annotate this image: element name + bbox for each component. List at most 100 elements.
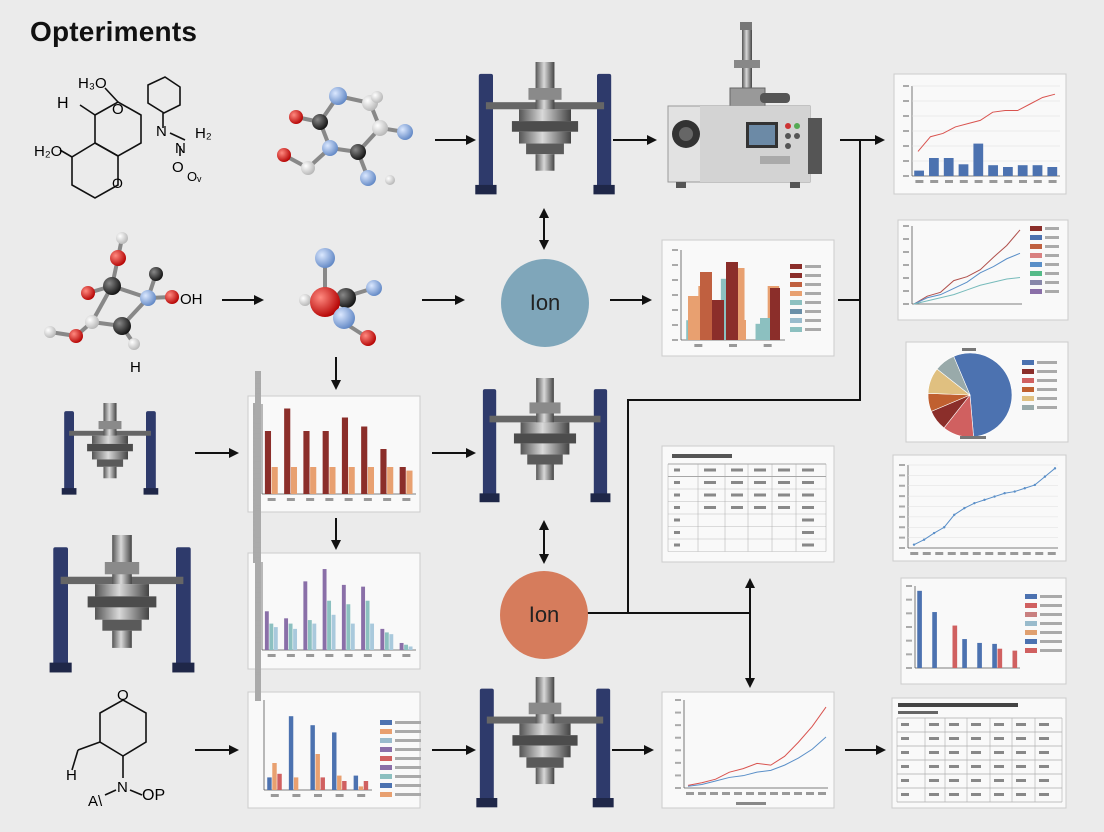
press-machine-icon	[479, 378, 611, 503]
table-cell	[949, 723, 959, 726]
tick-label	[1004, 180, 1013, 183]
tick-label	[1010, 552, 1019, 555]
bar-mark	[1003, 167, 1013, 176]
bar-mark	[404, 644, 409, 650]
legend-text	[1045, 236, 1059, 239]
bar-mark	[303, 431, 310, 494]
tick-label	[675, 774, 681, 777]
tick-label	[286, 654, 295, 657]
tick-label	[770, 792, 778, 795]
table-cell	[704, 506, 716, 509]
atom-label: H₃O	[78, 75, 107, 92]
ion-label: Ion	[529, 290, 561, 315]
table-cell	[674, 531, 680, 534]
tick-label	[899, 484, 905, 487]
legend-swatch	[790, 309, 802, 314]
table-cell	[949, 779, 959, 782]
tick-label	[899, 464, 905, 466]
tick-label	[325, 498, 334, 501]
tick-label	[899, 495, 905, 498]
legend-text	[1045, 227, 1059, 230]
tick-label	[1019, 180, 1027, 183]
legend-swatch	[1025, 639, 1037, 644]
tick-label	[903, 160, 909, 162]
tick-label	[314, 794, 322, 797]
tick-label	[675, 787, 681, 789]
legend-swatch	[790, 291, 802, 296]
data-point	[1003, 492, 1006, 495]
legend-text	[1045, 254, 1059, 257]
tick-label	[402, 498, 411, 501]
pie-slice	[936, 355, 971, 396]
bar-mark	[997, 648, 1003, 668]
bar-mark	[341, 417, 349, 494]
legend-swatch	[1030, 280, 1042, 285]
series-line	[913, 276, 1021, 305]
table-cell	[802, 531, 814, 534]
legend-swatch	[380, 765, 392, 770]
bar-mark	[303, 581, 308, 650]
legend-swatch	[380, 774, 392, 779]
tick-label	[915, 180, 924, 183]
legend-swatch	[1030, 253, 1042, 258]
bar-mark	[315, 754, 320, 790]
legend-swatch	[790, 318, 802, 323]
tick-label	[960, 552, 969, 555]
legend-swatch	[1030, 289, 1042, 294]
data-point	[1043, 475, 1047, 478]
table-cell	[901, 779, 909, 782]
legend-text	[805, 328, 821, 331]
legend-text	[805, 274, 821, 277]
legend-swatch	[1030, 226, 1042, 231]
table-cell	[949, 765, 959, 768]
bar-mark	[320, 777, 325, 790]
legend-text	[395, 784, 421, 787]
data-point	[983, 498, 986, 502]
table-subtitle	[898, 711, 938, 714]
table-cell	[802, 543, 814, 547]
bar-mark	[337, 775, 342, 790]
tick-label	[675, 724, 681, 727]
table-cell	[1016, 723, 1026, 726]
tick-label	[710, 792, 718, 795]
data-point	[973, 501, 976, 505]
legend-swatch	[1030, 235, 1042, 240]
bar-mark	[322, 569, 327, 650]
bar-mark	[380, 628, 385, 650]
pie-slice	[953, 352, 1013, 438]
bar-mark	[310, 467, 317, 494]
bar-mark	[267, 777, 272, 790]
tick-label	[306, 654, 315, 657]
table-cell	[802, 481, 814, 484]
table-cell	[1039, 737, 1049, 740]
atom-label: N	[175, 140, 186, 157]
atom-label: H	[130, 359, 141, 376]
bar-mark	[284, 408, 291, 494]
table-cell	[971, 765, 981, 768]
tick-label	[906, 585, 912, 587]
table-cell	[704, 481, 716, 484]
legend-text	[805, 319, 821, 322]
atom-label: H₂	[195, 125, 212, 142]
tick-label	[672, 249, 678, 251]
bar-mark	[760, 318, 770, 340]
tick-label	[672, 294, 678, 296]
atom-label: A\	[88, 793, 103, 810]
legend-text	[395, 757, 421, 760]
tick-label	[686, 792, 694, 795]
bar-mark	[367, 467, 375, 494]
legend-swatch	[1022, 387, 1034, 392]
tick-label	[286, 498, 295, 501]
table-cell	[1039, 779, 1049, 782]
table-cell	[731, 506, 743, 509]
tick-label	[1035, 552, 1044, 555]
legend-swatch	[790, 282, 802, 287]
series-line	[687, 706, 827, 786]
molecule-structure-1	[59, 76, 186, 199]
legend-swatch	[380, 792, 392, 797]
tick-label	[758, 792, 766, 795]
legend-text	[395, 793, 421, 796]
table-cell	[994, 751, 1004, 754]
table-cell	[949, 751, 959, 754]
table-cell	[674, 481, 680, 484]
